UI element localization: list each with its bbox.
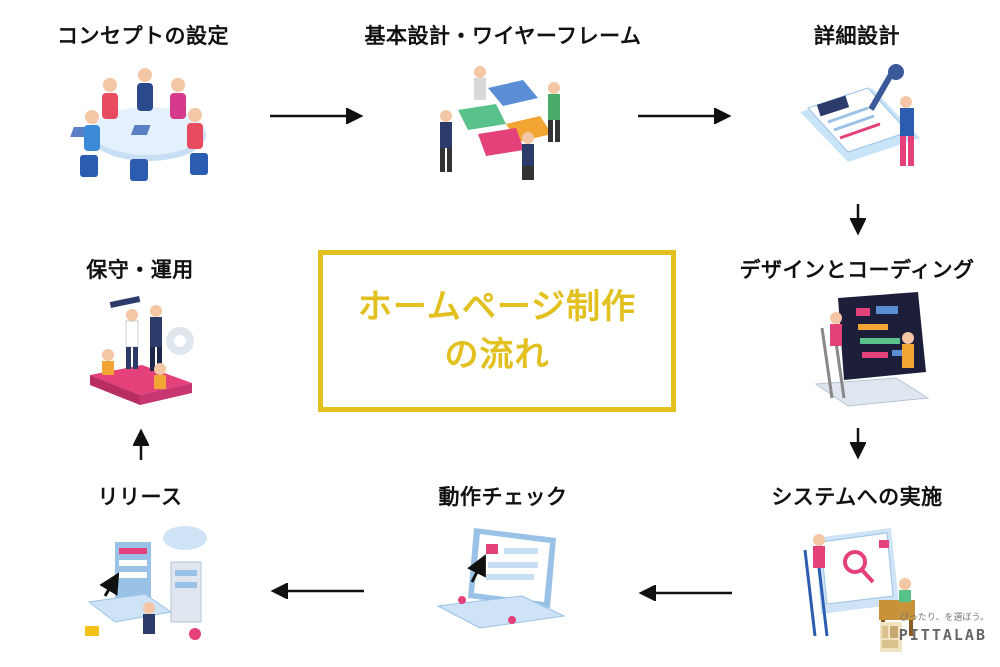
step-label-maintenance: 保守・運用	[86, 258, 194, 282]
step-label-wireframe: 基本設計・ワイヤーフレーム	[364, 24, 642, 48]
arrow-system-to-check	[638, 585, 732, 601]
step-label-release: リリース	[97, 485, 183, 509]
bookshelf-icon	[880, 622, 902, 652]
title-box: ホームページ制作 の流れ	[318, 250, 676, 412]
arrow-concept-to-wireframe	[270, 108, 364, 124]
step-label-concept: コンセプトの設定	[57, 24, 229, 48]
puzzle-team-icon	[440, 66, 560, 180]
title-line-1: ホームページ制作	[357, 287, 637, 327]
arrow-release-to-maintenance	[133, 428, 149, 460]
arrow-check-to-release	[270, 583, 364, 599]
coding-screen-icon	[814, 292, 930, 407]
step-label-detailed-design: 詳細設計	[814, 24, 900, 48]
design-document-icon	[800, 64, 920, 166]
arrow-coding-to-system	[850, 428, 866, 460]
server-release-icon	[85, 526, 207, 640]
laptop-check-icon	[436, 528, 566, 629]
step-label-operation-check: 動作チェック	[438, 485, 568, 509]
team-meeting-icon	[70, 68, 208, 181]
arrow-wireframe-to-detailed-design	[638, 108, 732, 124]
brand-tagline: ぴったり、を選ぼう。	[899, 613, 989, 623]
step-label-system-implementation: システムへの実施	[771, 485, 943, 509]
title-line-2: の流れ	[444, 335, 550, 375]
maintenance-team-icon	[90, 295, 194, 405]
system-implementation-icon	[803, 528, 915, 637]
arrow-detailed-design-to-coding	[850, 204, 866, 236]
brand-name: PITTALAB	[898, 626, 987, 644]
step-label-design-coding: デザインとコーディング	[739, 258, 975, 282]
brand-logo: ぴったり、を選ぼう。 PITTALAB	[878, 606, 993, 660]
